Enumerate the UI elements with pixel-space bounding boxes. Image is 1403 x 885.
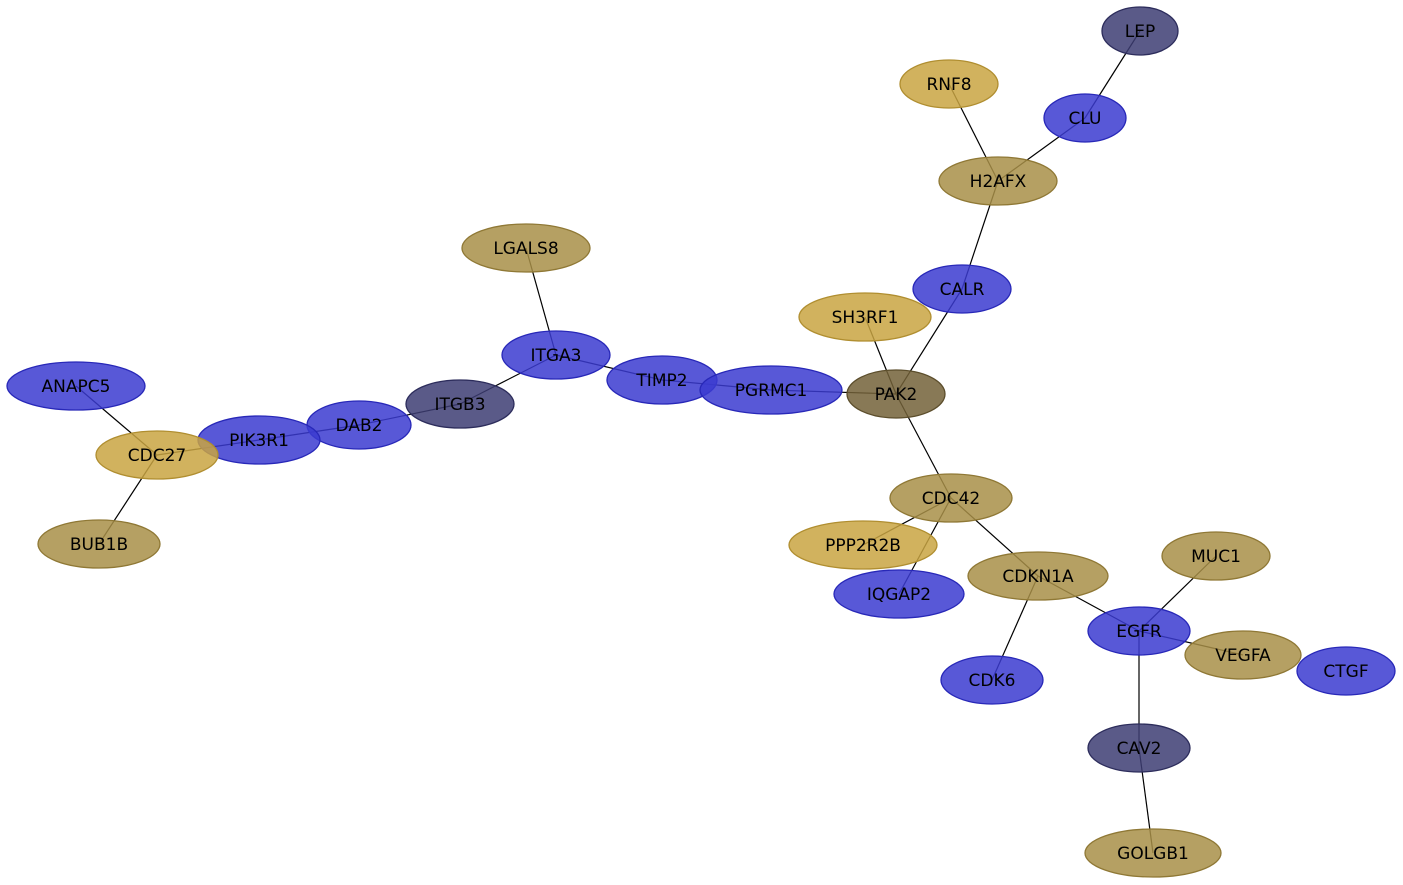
node-ctgf[interactable]: CTGF <box>1296 646 1396 696</box>
node-ellipse-sh3rf1 <box>798 292 932 342</box>
node-label-calr: CALR <box>940 280 985 300</box>
node-label-sh3rf1: SH3RF1 <box>832 308 899 328</box>
node-label-pgrmc1: PGRMC1 <box>735 381 808 401</box>
node-label-anapc5: ANAPC5 <box>42 377 111 397</box>
node-ellipse-itgb3 <box>405 379 515 429</box>
node-ellipse-egfr <box>1087 606 1191 656</box>
node-timp2[interactable]: TIMP2 <box>606 355 718 405</box>
node-ellipse-cdk6 <box>940 655 1044 705</box>
node-ellipse-lep <box>1101 6 1179 56</box>
node-anapc5[interactable]: ANAPC5 <box>6 361 146 411</box>
node-label-iqgap2: IQGAP2 <box>867 585 931 605</box>
node-ellipse-muc1 <box>1161 531 1271 581</box>
node-sh3rf1[interactable]: SH3RF1 <box>798 292 932 342</box>
node-ellipse-vegfa <box>1184 630 1302 680</box>
node-clu[interactable]: CLU <box>1043 93 1127 143</box>
node-label-bub1b: BUB1B <box>70 535 128 555</box>
node-rnf8[interactable]: RNF8 <box>899 59 999 109</box>
node-golgb1[interactable]: GOLGB1 <box>1084 828 1222 878</box>
node-ppp2r2b[interactable]: PPP2R2B <box>788 520 938 570</box>
node-dab2[interactable]: DAB2 <box>306 400 412 450</box>
node-ellipse-bub1b <box>37 519 161 569</box>
node-lep[interactable]: LEP <box>1101 6 1179 56</box>
node-ellipse-ctgf <box>1296 646 1396 696</box>
node-label-h2afx: H2AFX <box>970 172 1027 192</box>
node-label-cdk6: CDK6 <box>969 671 1016 691</box>
node-ellipse-h2afx <box>938 156 1058 206</box>
node-label-muc1: MUC1 <box>1191 547 1241 567</box>
node-label-ppp2r2b: PPP2R2B <box>825 536 901 556</box>
node-iqgap2[interactable]: IQGAP2 <box>833 569 965 619</box>
node-label-pik3r1: PIK3R1 <box>229 431 289 451</box>
node-ellipse-iqgap2 <box>833 569 965 619</box>
node-pgrmc1[interactable]: PGRMC1 <box>699 365 843 415</box>
node-pik3r1[interactable]: PIK3R1 <box>197 415 321 465</box>
node-ellipse-calr <box>912 264 1012 314</box>
node-ellipse-itga3 <box>501 330 611 380</box>
node-label-cdkn1a: CDKN1A <box>1002 567 1074 587</box>
node-muc1[interactable]: MUC1 <box>1161 531 1271 581</box>
node-ellipse-cdkn1a <box>967 551 1109 601</box>
node-ellipse-clu <box>1043 93 1127 143</box>
node-ellipse-ppp2r2b <box>788 520 938 570</box>
node-calr[interactable]: CALR <box>912 264 1012 314</box>
node-vegfa[interactable]: VEGFA <box>1184 630 1302 680</box>
node-cdc42[interactable]: CDC42 <box>889 473 1013 523</box>
node-ellipse-cav2 <box>1087 723 1191 773</box>
node-label-cav2: CAV2 <box>1117 739 1162 759</box>
node-label-rnf8: RNF8 <box>926 75 971 95</box>
node-ellipse-rnf8 <box>899 59 999 109</box>
node-ellipse-pak2 <box>846 369 946 419</box>
node-cdc27[interactable]: CDC27 <box>95 430 219 480</box>
node-pak2[interactable]: PAK2 <box>846 369 946 419</box>
node-lgals8[interactable]: LGALS8 <box>461 223 591 273</box>
node-label-cdc42: CDC42 <box>922 489 980 509</box>
node-cdkn1a[interactable]: CDKN1A <box>967 551 1109 601</box>
node-cav2[interactable]: CAV2 <box>1087 723 1191 773</box>
node-egfr[interactable]: EGFR <box>1087 606 1191 656</box>
node-label-itgb3: ITGB3 <box>434 395 485 415</box>
node-itga3[interactable]: ITGA3 <box>501 330 611 380</box>
node-ellipse-cdc27 <box>95 430 219 480</box>
node-label-pak2: PAK2 <box>875 385 918 405</box>
node-label-egfr: EGFR <box>1116 622 1162 642</box>
node-label-timp2: TIMP2 <box>635 371 687 391</box>
node-h2afx[interactable]: H2AFX <box>938 156 1058 206</box>
node-ellipse-golgb1 <box>1084 828 1222 878</box>
node-ellipse-pgrmc1 <box>699 365 843 415</box>
node-label-ctgf: CTGF <box>1323 662 1368 682</box>
node-cdk6[interactable]: CDK6 <box>940 655 1044 705</box>
node-ellipse-lgals8 <box>461 223 591 273</box>
node-label-lep: LEP <box>1125 22 1155 42</box>
node-label-itga3: ITGA3 <box>530 346 581 366</box>
node-label-dab2: DAB2 <box>336 416 383 436</box>
node-label-clu: CLU <box>1069 109 1102 129</box>
node-ellipse-cdc42 <box>889 473 1013 523</box>
node-itgb3[interactable]: ITGB3 <box>405 379 515 429</box>
node-ellipse-anapc5 <box>6 361 146 411</box>
node-label-vegfa: VEGFA <box>1215 646 1271 666</box>
node-label-lgals8: LGALS8 <box>493 239 558 259</box>
node-label-golgb1: GOLGB1 <box>1117 844 1189 864</box>
node-bub1b[interactable]: BUB1B <box>37 519 161 569</box>
node-label-cdc27: CDC27 <box>128 446 186 466</box>
